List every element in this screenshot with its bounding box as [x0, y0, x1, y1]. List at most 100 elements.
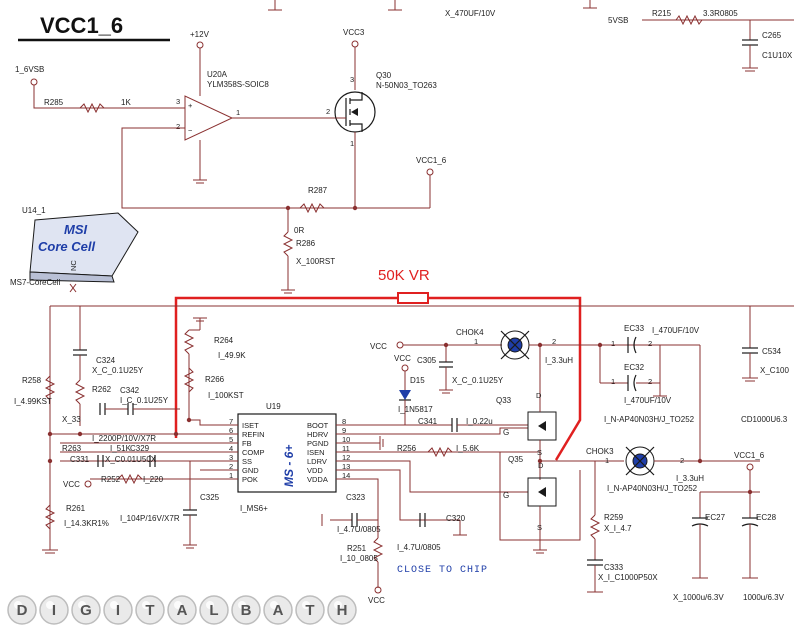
u19-pin-number: 2 — [229, 462, 233, 471]
cd-value: CD1000U6.3 — [741, 415, 788, 424]
annotation-vr-resistor — [397, 292, 429, 304]
u19-body — [237, 413, 337, 493]
watermark-letter: I — [52, 602, 56, 619]
c323-value: I_4.7U/0805 — [337, 525, 381, 534]
nc-mark — [69, 283, 77, 293]
c341-ref: C341 — [418, 417, 438, 426]
r261-ref: R261 — [66, 504, 86, 513]
opamp-part: YLM358S-SOIC8 — [207, 80, 269, 89]
u19-part: I_MS6+ — [240, 504, 268, 513]
u19-pin-name: VDD — [307, 466, 323, 475]
q30-source — [350, 123, 363, 132]
opamp-u20a-body — [184, 95, 234, 141]
u19-pin-number: 1 — [229, 471, 233, 480]
net-vcc-d15: VCC — [394, 354, 411, 363]
c305-value: X_C_0.1U25Y — [452, 376, 504, 385]
junction — [597, 342, 603, 348]
net-vcc1-6-b: VCC1_6 — [734, 451, 765, 460]
r264-body — [183, 329, 195, 355]
chok3-pin1: 1 — [605, 456, 609, 465]
ec28-value: 1000u/6.3V — [743, 593, 785, 602]
r256-body — [427, 446, 453, 458]
u19-pin-number: 4 — [229, 444, 233, 453]
watermark-letter: A — [273, 602, 284, 619]
r266-value: I_100KST — [208, 391, 244, 400]
r287-ref: R287 — [308, 186, 328, 195]
r262-ref: R262 — [92, 385, 112, 394]
ec32-ref: EC32 — [624, 363, 645, 372]
ec32-value: I_470UF/10V — [624, 396, 672, 405]
c305-ref: C305 — [417, 356, 437, 365]
junction — [77, 431, 83, 437]
net-5vsb: 5VSB — [608, 16, 628, 25]
q30-pin-g: 2 — [326, 107, 330, 116]
r264-value: I_49.9K — [218, 351, 246, 360]
q30-ref: Q30 — [376, 71, 392, 80]
c333-value: X_I_C1000P50X — [598, 573, 658, 582]
u19-ref: U19 — [266, 402, 281, 411]
c331-ref: C331 — [70, 455, 90, 464]
r215-ref: R215 — [652, 9, 672, 18]
d15-body — [399, 390, 411, 400]
u19-pin-number: 10 — [342, 435, 350, 444]
c265-ref: C265 — [762, 31, 782, 40]
u19-pin-name: BOOT — [307, 421, 329, 430]
net-vcc-top: VCC — [370, 342, 387, 351]
r263-ref: R263 — [62, 444, 82, 453]
ec28-ref: EC28 — [756, 513, 777, 522]
q33-d: D — [536, 391, 542, 400]
c320-value: I_4.7U/0805 — [397, 543, 441, 552]
watermark-highlight — [14, 601, 22, 609]
r287-body — [299, 202, 325, 214]
c342-value: I_C_0.1U25Y — [120, 396, 169, 405]
d15-ref: D15 — [410, 376, 425, 385]
c333-ref: C333 — [604, 563, 624, 572]
net-vcc-bottom: VCC — [368, 596, 385, 605]
q35-arrow — [538, 487, 546, 497]
r286-value: X_100RST — [296, 257, 335, 266]
u14-chip-body — [29, 212, 139, 277]
net-vcc-bottom-terminal — [374, 586, 382, 594]
r251-ref: R251 — [347, 544, 367, 553]
net-vcc3-terminal — [351, 40, 359, 48]
net-vcc1-6-a: VCC1_6 — [416, 156, 447, 165]
r262-body — [74, 379, 86, 405]
chok3-winding — [625, 446, 655, 476]
junction — [47, 431, 53, 437]
chok3-ref: CHOK3 — [586, 447, 614, 456]
ec33-pin1: 1 — [611, 339, 615, 348]
r286-ref: R286 — [296, 239, 316, 248]
opamp-minus-sign: − — [188, 126, 193, 135]
watermark-letter: A — [177, 602, 188, 619]
q35-g: G — [503, 491, 509, 500]
q33-ref: Q33 — [496, 396, 512, 405]
opamp-ref: U20A — [207, 70, 228, 79]
net-vcc-d15-terminal — [401, 364, 409, 372]
chok4-pin1: 1 — [474, 337, 478, 346]
u19-pin-name: SS — [242, 457, 252, 466]
u19-pin-number: 6 — [229, 426, 233, 435]
annotation-red-wire-left — [174, 296, 398, 438]
ec33-plate — [633, 336, 637, 354]
chok4-value: I_3.3uH — [545, 356, 573, 365]
u19-pin-number: 9 — [342, 426, 346, 435]
c342-ref: C342 — [120, 386, 140, 395]
u19-pin-name: FB — [242, 439, 252, 448]
r287-value: 0R — [294, 226, 304, 235]
watermark-letter: L — [209, 602, 218, 619]
c323-ref: C323 — [346, 493, 366, 502]
net-vcc1-6-terminal — [426, 168, 434, 176]
r252-value: I_220 — [143, 475, 164, 484]
watermark-highlight — [302, 601, 310, 609]
watermark-highlight — [270, 601, 278, 609]
ec33-ref: EC33 — [624, 324, 645, 333]
watermark-letter: H — [337, 602, 348, 619]
r261-body — [44, 504, 56, 530]
watermark-highlight — [46, 601, 54, 609]
opamp-pin-out: 1 — [236, 108, 240, 117]
r258-value: I_4.99KST — [14, 397, 52, 406]
net-vcc3: VCC3 — [343, 28, 365, 37]
watermark-letter: D — [17, 602, 28, 619]
